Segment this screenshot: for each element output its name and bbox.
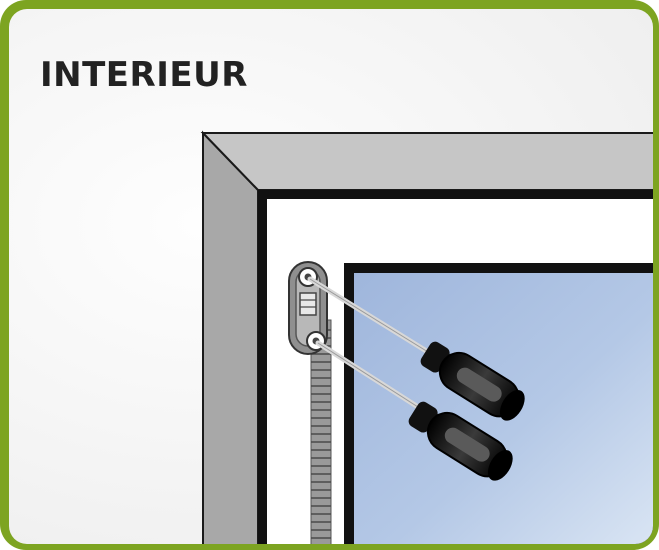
section-title: INTERIEUR	[40, 55, 248, 95]
screwdriver-icon	[307, 276, 525, 421]
screwdriver-icon	[315, 340, 513, 481]
card-body	[9, 9, 653, 544]
mounting-bracket-icon	[288, 261, 328, 355]
window-illustration	[200, 130, 653, 544]
